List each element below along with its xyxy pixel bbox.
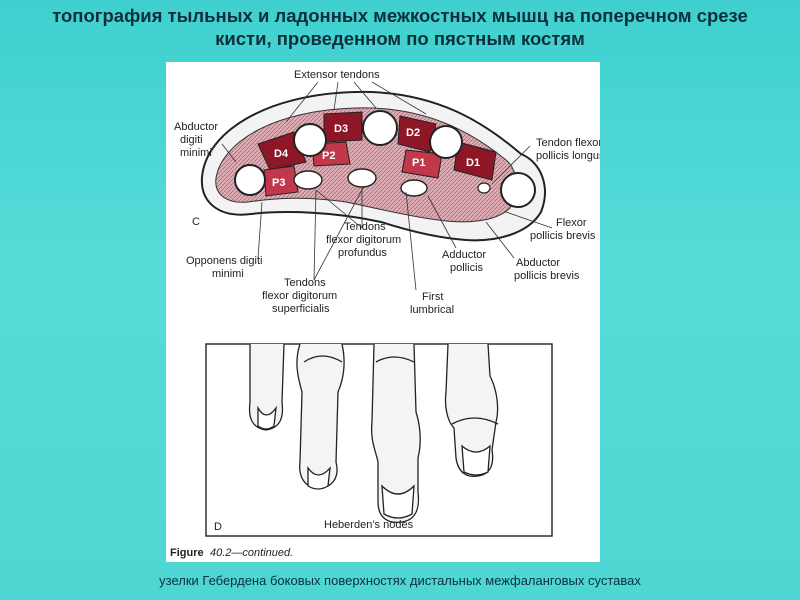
muscle-d2 [397, 115, 437, 153]
label-abductor-pollicis-brevis-2: pollicis brevis [514, 270, 580, 282]
metacarpal-4 [293, 123, 327, 157]
label-tendons-fds-3: superficialis [272, 303, 330, 315]
fingers-drawing [248, 343, 499, 524]
label-opponens-digiti-minimi-1: Opponens digiti [186, 255, 262, 267]
finger-4 [444, 343, 499, 478]
metacarpal-3 [362, 110, 398, 146]
slide-caption: узелки Гебердена боковых поверхностях ди… [159, 573, 641, 588]
label-d4: D4 [274, 148, 289, 160]
hand-cross-section: D4 D3 D2 D1 P3 P2 P1 Extensor tendons [174, 69, 600, 316]
label-opponens-digiti-minimi-2: minimi [212, 268, 244, 280]
label-extensor-tendons: Extensor tendons [294, 69, 380, 81]
flexor-tendon-2 [347, 168, 377, 188]
label-first-lumbrical-2: lumbrical [410, 304, 454, 316]
muscle-p1 [401, 149, 443, 179]
label-p3: P3 [272, 177, 285, 189]
figure-number: Figure [170, 547, 204, 559]
label-p1: P1 [412, 157, 425, 169]
label-flexor-pollicis-brevis-1: Flexor [556, 217, 587, 229]
label-abductor-digiti-minimi-1: Abductor [174, 121, 218, 133]
panel-d-label: Heberden’s nodes [324, 519, 414, 531]
heberden-nodes-panel: D Heberden’s nodes [205, 343, 553, 537]
slide-title-line-2: кисти, проведенном по пястным костям [215, 28, 585, 49]
anatomy-figure: D4 D3 D2 D1 P3 P2 P1 Extensor tendons [170, 69, 600, 559]
label-first-lumbrical-1: First [422, 291, 443, 303]
label-p2: P2 [322, 150, 335, 162]
label-d3: D3 [334, 123, 348, 135]
label-abductor-digiti-minimi-2: digiti [180, 134, 203, 146]
figure-ref: 40.2—continued. [210, 547, 293, 559]
finger-3 [370, 343, 421, 524]
label-tendons-fds-2: flexor digitorum [262, 290, 337, 302]
flexor-tendon-1 [293, 170, 323, 190]
label-adductor-pollicis-2: pollicis [450, 262, 484, 274]
slide-title-line-1: топография тыльных и ладонных межкостных… [52, 5, 748, 26]
panel-c-letter: C [192, 216, 200, 228]
label-abductor-pollicis-brevis-1: Abductor [516, 257, 560, 269]
label-tendon-flexor-pollicis-longus-1: Tendon flexor [536, 137, 600, 149]
label-tendons-fds-1: Tendons [284, 277, 326, 289]
metacarpal-1 [500, 172, 536, 208]
slide-title: топография тыльных и ладонных межкостных… [0, 4, 800, 50]
label-tendon-flexor-pollicis-longus-2: pollicis longus [536, 150, 600, 162]
leader-lines [221, 81, 553, 291]
label-adductor-pollicis-1: Adductor [442, 249, 486, 261]
muscle-p3 [263, 165, 299, 197]
label-flexor-pollicis-brevis-2: pollicis brevis [530, 230, 596, 242]
panel-d-letter: D [214, 521, 222, 533]
metacarpal-2 [429, 125, 463, 159]
finger-2 [296, 343, 345, 489]
label-d2: D2 [406, 127, 420, 139]
label-tendons-fdp-3: profundus [338, 247, 387, 259]
label-abductor-digiti-minimi-3: minimi [180, 147, 212, 159]
label-tendons-fdp-1: Tendons [344, 221, 386, 233]
tendon-flexor-pollicis-longus [477, 182, 491, 194]
metacarpal-5 [234, 164, 266, 196]
label-d1: D1 [466, 157, 480, 169]
label-tendons-fdp-2: flexor digitorum [326, 234, 401, 246]
muscle-d1 [453, 141, 497, 181]
flexor-tendon-3 [400, 179, 428, 197]
figure-panel: D4 D3 D2 D1 P3 P2 P1 Extensor tendons [166, 62, 600, 562]
